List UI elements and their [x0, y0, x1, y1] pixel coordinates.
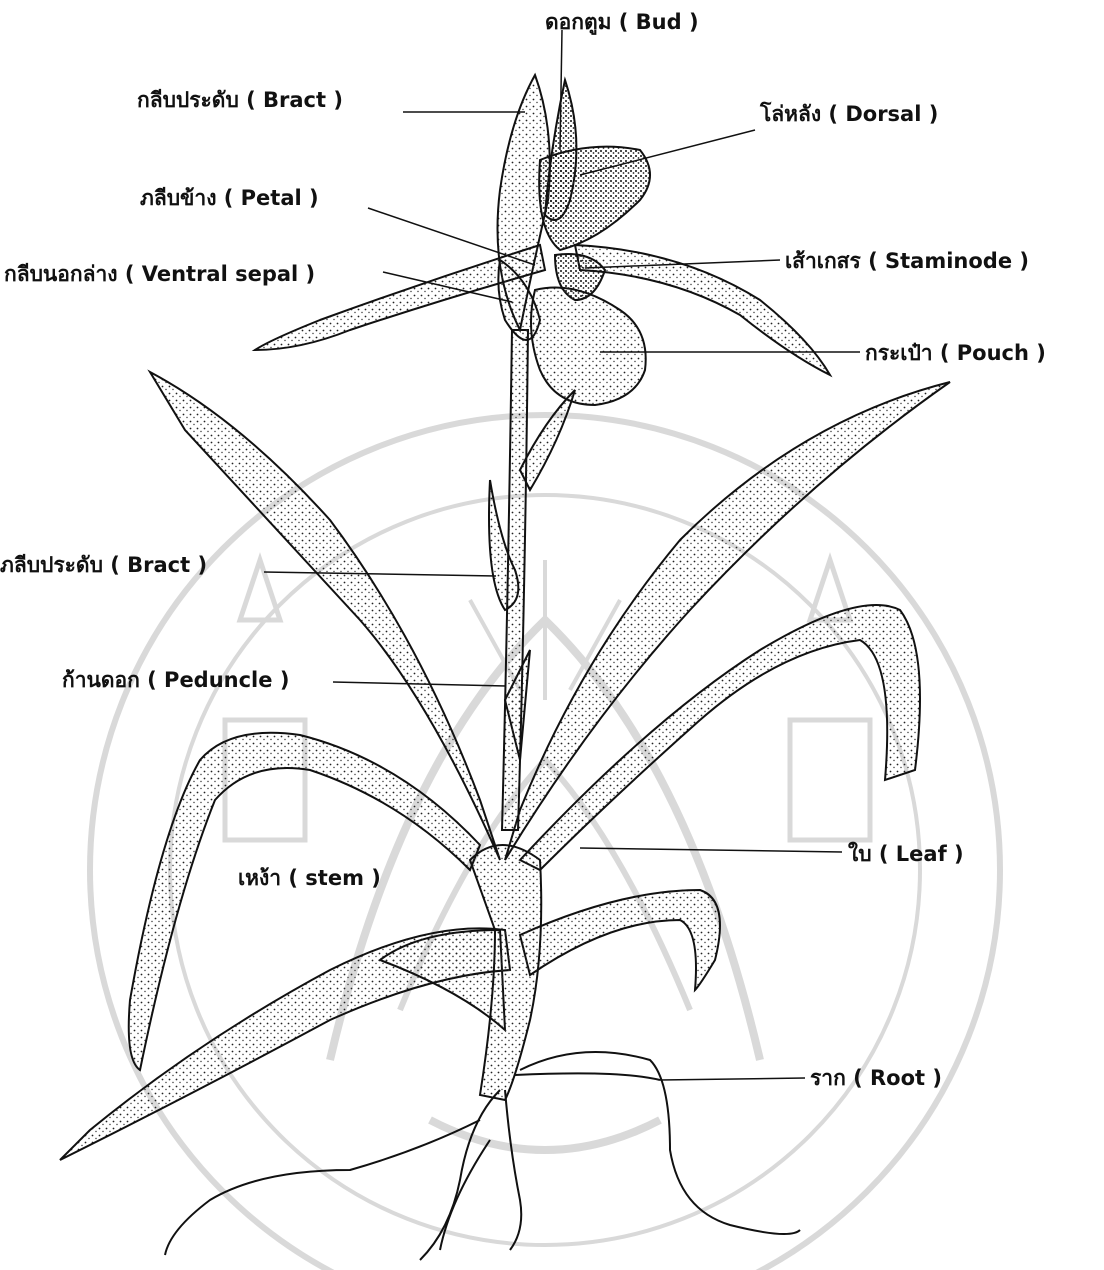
leaf-lower-right: [520, 890, 720, 990]
label-stem: เหง้า ( stem ): [238, 868, 381, 889]
label-bract-mid: ภลีบประดับ ( Bract ): [0, 555, 207, 576]
label-ventral-sepal: กลีบนอกล่าง ( Ventral sepal ): [4, 264, 315, 285]
label-bud: ดอกตูม ( Bud ): [545, 12, 699, 33]
label-leaf: ใบ ( Leaf ): [848, 844, 964, 865]
flower: [255, 75, 830, 405]
label-peduncle: ก้านดอก ( Peduncle ): [62, 670, 289, 691]
pouch-shape: [531, 288, 646, 406]
label-root: ราก ( Root ): [810, 1068, 942, 1089]
label-dorsal: โล่หลัง ( Dorsal ): [760, 104, 938, 125]
label-pouch: กระเป๋า ( Pouch ): [865, 343, 1046, 364]
bract-upper-stem: [520, 390, 575, 490]
label-staminode: เส้าเกสร ( Staminode ): [785, 251, 1029, 272]
label-petal: ภลีบข้าง ( Petal ): [140, 188, 319, 209]
dorsal-shape: [539, 147, 650, 250]
label-bract-top: กลีบประดับ ( Bract ): [137, 90, 343, 111]
